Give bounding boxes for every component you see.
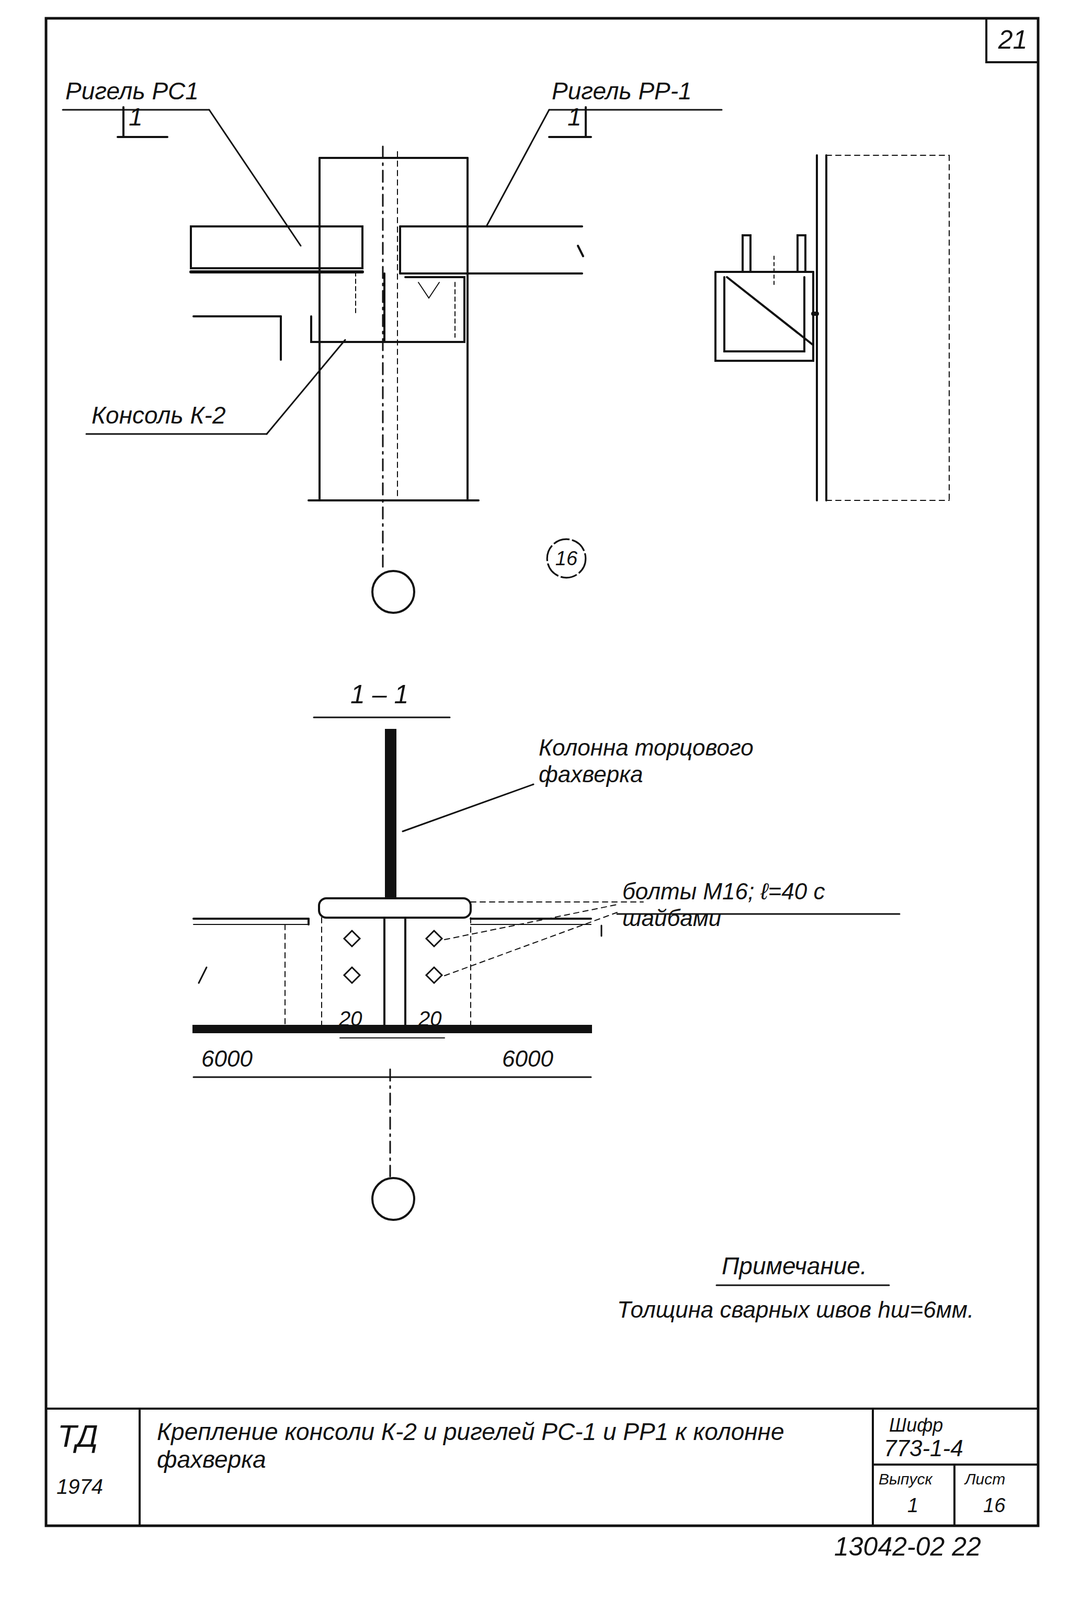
- sheet-number-box: 21: [985, 18, 1039, 64]
- drawing-text: болты М16; ℓ=40 с шайбами: [622, 878, 848, 932]
- title-block-title: Крепление консоли К-2 и ригелей РС-1 и Р…: [156, 1418, 858, 1474]
- drawing-text: Лист: [964, 1470, 1006, 1489]
- node-text: 21: [998, 24, 1028, 55]
- drawing-text: 16: [983, 1494, 1006, 1518]
- drawing-text: ТД: [57, 1418, 99, 1455]
- drawing-text: 1974: [56, 1474, 104, 1499]
- drawing-text: Ригель РР-1: [551, 77, 692, 106]
- drawing-text: Шифр: [889, 1414, 943, 1437]
- drawing-text: 13042-02 22: [834, 1532, 982, 1563]
- drawing-text: 1: [128, 102, 143, 132]
- node-text: 16: [555, 547, 578, 571]
- drawing-text: Выпуск: [878, 1470, 933, 1489]
- drawing-text: 20: [418, 1006, 442, 1031]
- drawing-text: 773-1-4: [883, 1435, 964, 1463]
- drawing-text: 6000: [201, 1045, 253, 1073]
- drawing-text: Консоль К-2: [91, 401, 226, 430]
- drawing-text: Ригель РС1: [65, 77, 199, 106]
- drawing-text: 1: [567, 102, 582, 132]
- drawing-text: Толщина сварных швов hш=6мм.: [617, 1296, 974, 1324]
- drawing-text: 6000: [502, 1045, 554, 1073]
- drawing-text: 20: [338, 1006, 363, 1031]
- drawing-text: 1: [907, 1494, 919, 1518]
- callout-circle: 16: [545, 537, 588, 580]
- drawing-text: 1 – 1: [350, 679, 409, 711]
- drawing-text: Колонна торцового фахверка: [538, 734, 822, 788]
- drawing-text: Примечание.: [721, 1252, 868, 1281]
